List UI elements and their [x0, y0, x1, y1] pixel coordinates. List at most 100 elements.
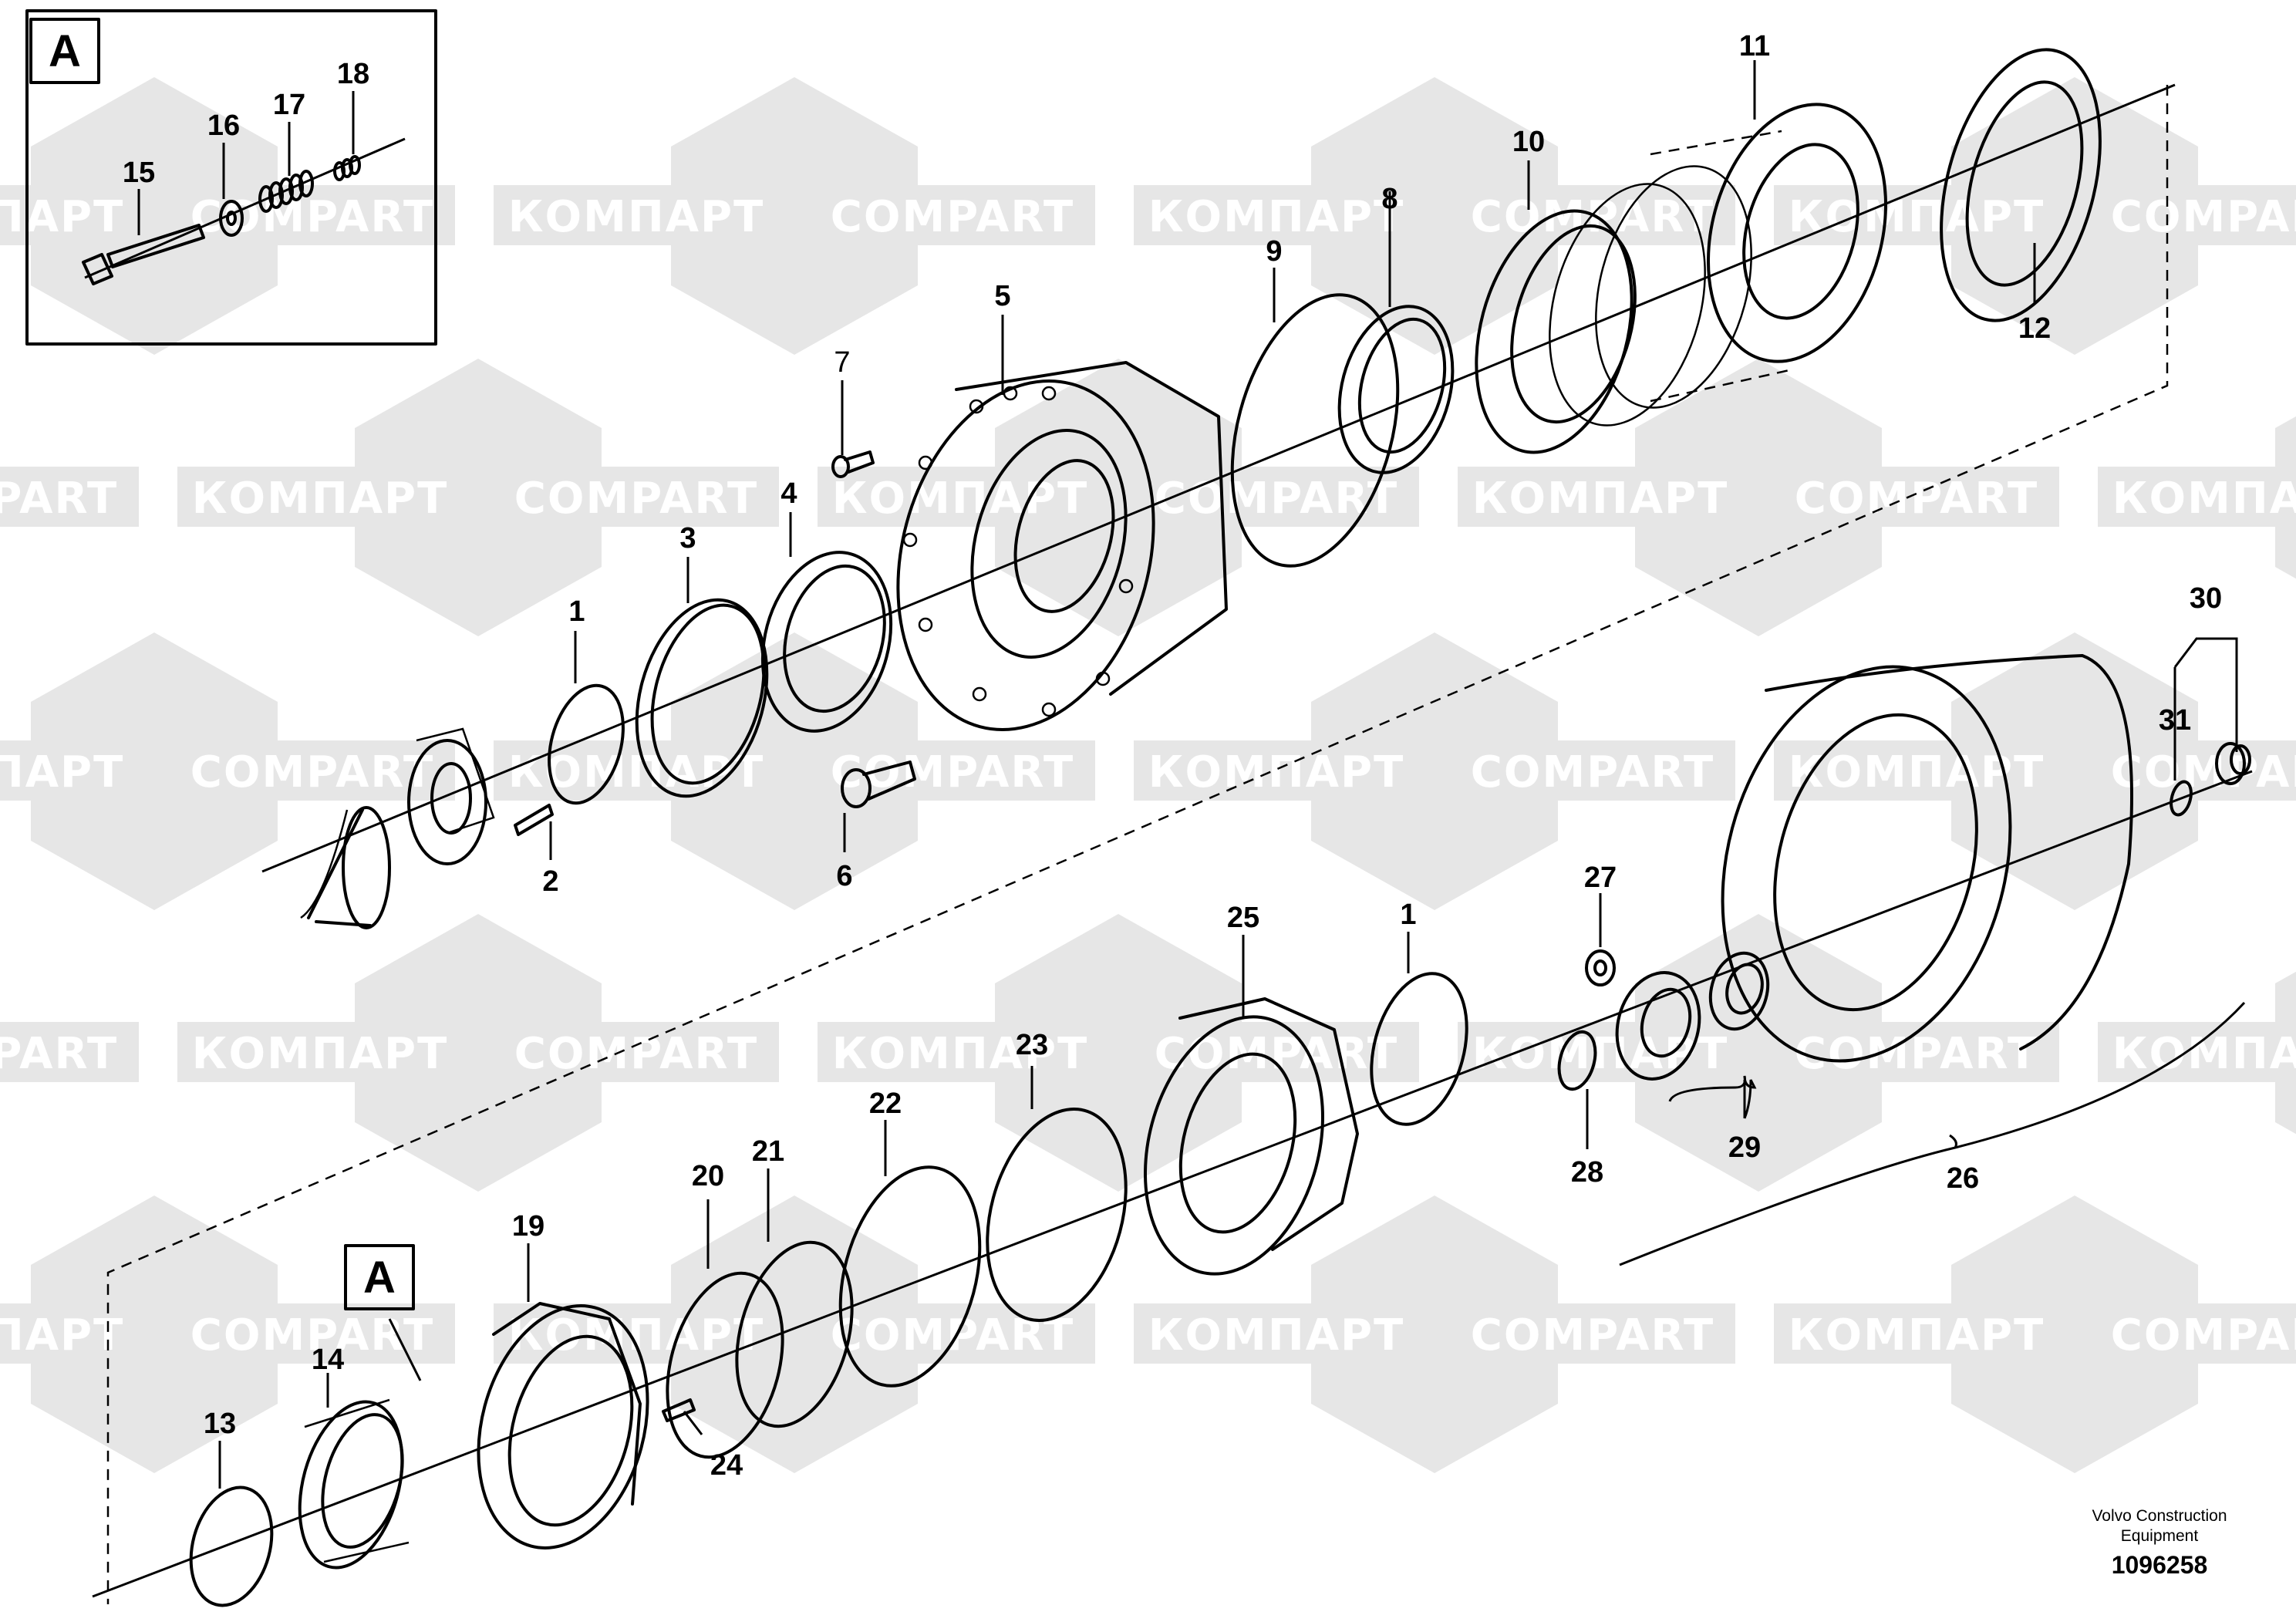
part-17-spring[interactable]: [258, 170, 314, 213]
part-4-seal[interactable]: [743, 538, 910, 745]
callout-18: 18: [337, 58, 369, 90]
callout-26: 26: [1947, 1162, 1979, 1195]
watermark-band: [0, 467, 139, 527]
watermark-text-ru: КОМПАРТ: [508, 1310, 765, 1361]
watermark-text-ru: КОМПАРТ: [1789, 1310, 2045, 1361]
watermark-text-ru: КОМПАРТ: [508, 192, 765, 242]
part-23-ring[interactable]: [966, 1094, 1148, 1336]
part-11-disc[interactable]: [1681, 84, 1913, 381]
watermark-text-ru: КОМПАРТ: [1148, 192, 1405, 242]
watermark-band: [494, 740, 1095, 801]
part-29-gear[interactable]: [1606, 946, 1776, 1088]
part-14-gear[interactable]: [283, 1391, 420, 1580]
part-13-ring[interactable]: [179, 1479, 285, 1615]
callout-4: 4: [781, 477, 797, 510]
part-3-ring[interactable]: [616, 585, 787, 811]
watermark-text-en: COMPART: [0, 1029, 118, 1079]
watermark-text-en: COMPART: [1155, 1029, 1398, 1079]
lower-assembly-axis: [92, 770, 2253, 1598]
part-25-hub[interactable]: [1118, 996, 1359, 1293]
watermark-text-ru: КОМПАРТ: [0, 1310, 124, 1361]
part-12-disc[interactable]: [1914, 32, 2128, 339]
watermark-text-en: COMPART: [2111, 1310, 2296, 1361]
callout-14: 14: [312, 1344, 344, 1376]
watermark-text-ru: КОМПАРТ: [0, 747, 124, 798]
callout-19: 19: [512, 1210, 544, 1243]
callout-13: 13: [204, 1408, 236, 1440]
watermark-text-en: COMPART: [514, 474, 758, 524]
part-6-stud[interactable]: [841, 760, 916, 808]
callout-17: 17: [273, 89, 305, 121]
part-1-ring[interactable]: [537, 677, 635, 811]
part-19-carrier[interactable]: [453, 1286, 673, 1566]
callout-12: 12: [2018, 312, 2051, 345]
watermark-text-en: COMPART: [1471, 192, 1714, 242]
watermark-text-en: COMPART: [831, 1310, 1074, 1361]
watermark-text-en: COMPART: [831, 192, 1074, 242]
watermark-text-ru: КОМПАРТ: [192, 474, 449, 524]
watermark-text-ru: КОМПАРТ: [2112, 1029, 2296, 1079]
dashed-frame: [106, 85, 2169, 1604]
part-30-plug[interactable]: [2215, 742, 2251, 785]
watermark-text-ru: КОМПАРТ: [2112, 474, 2296, 524]
inset-a: A: [25, 9, 437, 346]
watermark-text-ru: КОМПАРТ: [832, 1029, 1089, 1079]
part-26-housing[interactable]: [1681, 634, 2133, 1093]
watermark-text-ru: КОМПАРТ: [1148, 747, 1405, 798]
footer-block: Volvo Construction Equipment 1096258: [2092, 1507, 2227, 1579]
part-20-ring[interactable]: [649, 1260, 801, 1470]
part-27-washer[interactable]: [1585, 949, 1616, 986]
callout-16: 16: [207, 110, 240, 142]
callout-8: 8: [1381, 183, 1397, 215]
part-31-ring[interactable]: [2168, 780, 2195, 818]
callout-7: 7: [834, 346, 850, 379]
part-28-snapring[interactable]: [1553, 1028, 1601, 1094]
part-5-hub[interactable]: [861, 352, 1228, 758]
callout-9: 9: [1266, 235, 1282, 268]
watermark-text-en: COMPART: [1471, 747, 1714, 798]
watermark-band: [1774, 1303, 2296, 1364]
watermark-text-ru: КОМПАРТ: [192, 1029, 449, 1079]
drawing-number: 1096258: [2112, 1551, 2208, 1579]
part-9-oring[interactable]: [1205, 276, 1425, 584]
watermark-text-en: COMPART: [2111, 192, 2296, 242]
part-10-disc[interactable]: [1451, 149, 1776, 470]
part-7-screw[interactable]: [831, 450, 875, 478]
upper-assembly-axis: [261, 83, 2176, 873]
watermark-band: [494, 185, 1095, 245]
callout-30: 30: [2190, 582, 2222, 615]
part-24-pin[interactable]: [662, 1398, 696, 1422]
watermark-band: [2098, 467, 2296, 527]
leader-lines: [137, 60, 2246, 1489]
watermark-band: [1134, 740, 1735, 801]
watermark-band: [0, 1303, 455, 1364]
watermark-text-ru: КОМПАРТ: [1789, 192, 2045, 242]
callout-21: 21: [752, 1135, 784, 1168]
callout-1-lower: 1: [1400, 899, 1416, 931]
part-2-screw[interactable]: [514, 804, 554, 836]
watermark-band: [177, 1022, 779, 1082]
watermark-text-en: COMPART: [1795, 1029, 2038, 1079]
detail-marker-a[interactable]: A: [344, 1244, 422, 1381]
part-1-ring-lower[interactable]: [1356, 963, 1482, 1135]
part-16-washer[interactable]: [219, 200, 244, 237]
part-22-snapring[interactable]: [818, 1152, 1002, 1401]
footer-line2: Equipment: [2121, 1527, 2199, 1545]
part-8-seal[interactable]: [1322, 294, 1470, 486]
callout-27: 27: [1584, 862, 1617, 894]
callout-11: 11: [1739, 30, 1770, 62]
part-18-spring[interactable]: [333, 155, 361, 181]
callout-15: 15: [123, 157, 155, 189]
callout-28: 28: [1571, 1156, 1603, 1189]
watermark-text-ru: КОМПАРТ: [0, 192, 124, 242]
watermark-text-ru: КОМПАРТ: [832, 474, 1089, 524]
callout-2: 2: [542, 865, 558, 898]
footer-line1: Volvo Construction: [2092, 1507, 2227, 1525]
watermark-band: [2098, 1022, 2296, 1082]
watermark-band: [0, 1022, 139, 1082]
callout-22: 22: [869, 1088, 902, 1120]
detail-marker-a-label: A: [363, 1253, 396, 1303]
watermark-band: [0, 740, 455, 801]
part-15-bolt[interactable]: [82, 224, 205, 285]
